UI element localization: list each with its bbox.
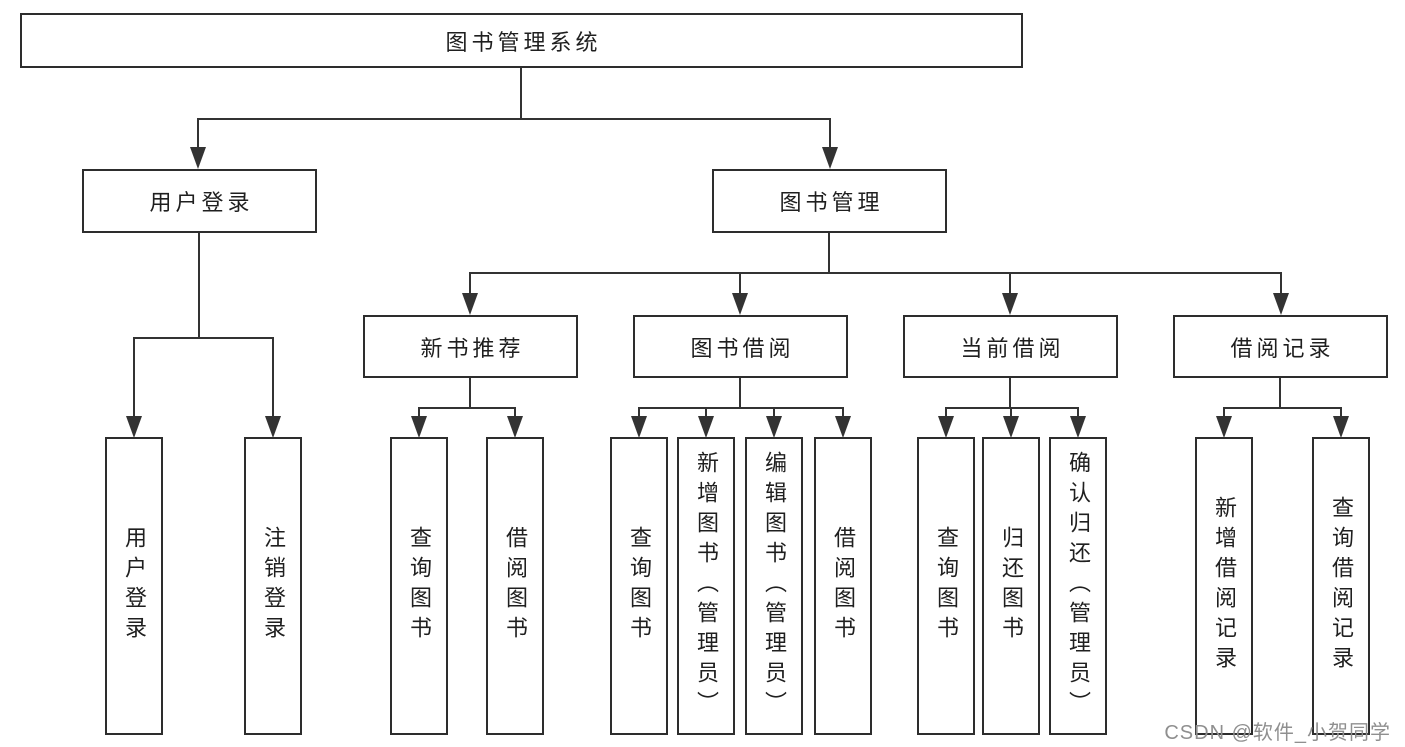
arrowhead-down-icon	[732, 293, 748, 315]
connector-line	[514, 407, 516, 417]
connector-line	[418, 407, 516, 409]
leaf-add-books-admin: 新增图书（管理员）	[677, 437, 735, 735]
connector-line	[739, 378, 741, 407]
arrowhead-down-icon	[1002, 293, 1018, 315]
connector-line	[197, 118, 831, 120]
arrowhead-down-icon	[462, 293, 478, 315]
arrowhead-down-icon	[126, 416, 142, 438]
leaf-label: 查询图书	[934, 526, 959, 646]
arrowhead-down-icon	[1273, 293, 1289, 315]
connector-line	[418, 407, 420, 417]
arrowhead-down-icon	[822, 147, 838, 169]
leaf-user-login: 用户登录	[105, 437, 163, 735]
connector-line	[198, 233, 200, 337]
leaf-label: 借阅图书	[503, 526, 528, 646]
node-new-book-recommend: 新书推荐	[363, 315, 578, 378]
connector-line	[1223, 407, 1342, 409]
connector-line	[469, 272, 471, 294]
leaf-label: 新增借阅记录	[1212, 496, 1237, 676]
connector-line	[638, 407, 844, 409]
connector-line	[739, 272, 741, 294]
connector-line	[829, 118, 831, 148]
connector-line	[1077, 407, 1079, 417]
leaf-label: 用户登录	[122, 526, 147, 646]
leaf-label: 注销登录	[261, 526, 286, 646]
leaf-label: 归还图书	[999, 526, 1024, 646]
connector-line	[272, 337, 274, 417]
leaf-query-books: 查询图书	[610, 437, 668, 735]
connector-line	[1010, 407, 1012, 417]
node-label: 新书推荐	[420, 335, 525, 361]
node-label: 借阅记录	[1230, 335, 1335, 361]
node-book-management: 图书管理	[712, 169, 947, 233]
leaf-label: 查询借阅记录	[1329, 496, 1354, 676]
leaf-return-books: 归还图书	[982, 437, 1040, 735]
leaf-borrow-books: 借阅图书	[486, 437, 544, 735]
connector-line	[1280, 272, 1282, 294]
arrowhead-down-icon	[411, 416, 427, 438]
leaf-borrow-books: 借阅图书	[814, 437, 872, 735]
leaf-label: 确认归还（管理员）	[1066, 451, 1091, 721]
arrowhead-down-icon	[631, 416, 647, 438]
arrowhead-down-icon	[938, 416, 954, 438]
connector-line	[1223, 407, 1225, 417]
leaf-label: 查询图书	[627, 526, 652, 646]
connector-line	[1009, 272, 1011, 294]
connector-line	[1340, 407, 1342, 417]
arrowhead-down-icon	[1333, 416, 1349, 438]
arrowhead-down-icon	[265, 416, 281, 438]
leaf-logout: 注销登录	[244, 437, 302, 735]
connector-line	[638, 407, 640, 417]
arrowhead-down-icon	[1216, 416, 1232, 438]
node-label: 图书借阅	[690, 335, 795, 361]
arrowhead-down-icon	[698, 416, 714, 438]
connector-line	[133, 337, 135, 417]
node-label: 图书管理	[779, 190, 884, 215]
arrowhead-down-icon	[190, 147, 206, 169]
connector-line	[133, 337, 274, 339]
csdn-watermark: CSDN @软件_小贺同学	[1164, 722, 1391, 744]
connector-line	[828, 233, 830, 272]
connector-line	[773, 407, 775, 417]
connector-line	[469, 272, 1282, 274]
node-current-borrowing: 当前借阅	[903, 315, 1118, 378]
connector-line	[1279, 378, 1281, 407]
connector-line	[945, 407, 947, 417]
arrowhead-down-icon	[1070, 416, 1086, 438]
leaf-label: 借阅图书	[831, 526, 856, 646]
node-user-login: 用户登录	[82, 169, 317, 233]
leaf-confirm-return-admin: 确认归还（管理员）	[1049, 437, 1107, 735]
leaf-label: 编辑图书（管理员）	[762, 451, 787, 721]
connector-line	[520, 68, 522, 118]
arrowhead-down-icon	[1003, 416, 1019, 438]
leaf-add-borrow-record: 新增借阅记录	[1195, 437, 1253, 735]
leaf-query-books: 查询图书	[390, 437, 448, 735]
connector-line	[842, 407, 844, 417]
leaf-edit-books-admin: 编辑图书（管理员）	[745, 437, 803, 735]
connector-line	[469, 378, 471, 407]
connector-line	[197, 118, 199, 148]
node-label: 当前借阅	[960, 335, 1065, 361]
node-label: 图书管理系统	[445, 29, 602, 55]
arrowhead-down-icon	[507, 416, 523, 438]
node-library-system: 图书管理系统	[20, 13, 1023, 68]
connector-line	[945, 407, 1079, 409]
leaf-label: 新增图书（管理员）	[694, 451, 719, 721]
node-borrow-records: 借阅记录	[1173, 315, 1388, 378]
connector-line	[705, 407, 707, 417]
leaf-query-borrow-record: 查询借阅记录	[1312, 437, 1370, 735]
connector-line	[1009, 378, 1011, 407]
leaf-query-books: 查询图书	[917, 437, 975, 735]
arrowhead-down-icon	[766, 416, 782, 438]
node-label: 用户登录	[149, 190, 254, 215]
arrowhead-down-icon	[835, 416, 851, 438]
node-book-borrowing: 图书借阅	[633, 315, 848, 378]
leaf-label: 查询图书	[407, 526, 432, 646]
